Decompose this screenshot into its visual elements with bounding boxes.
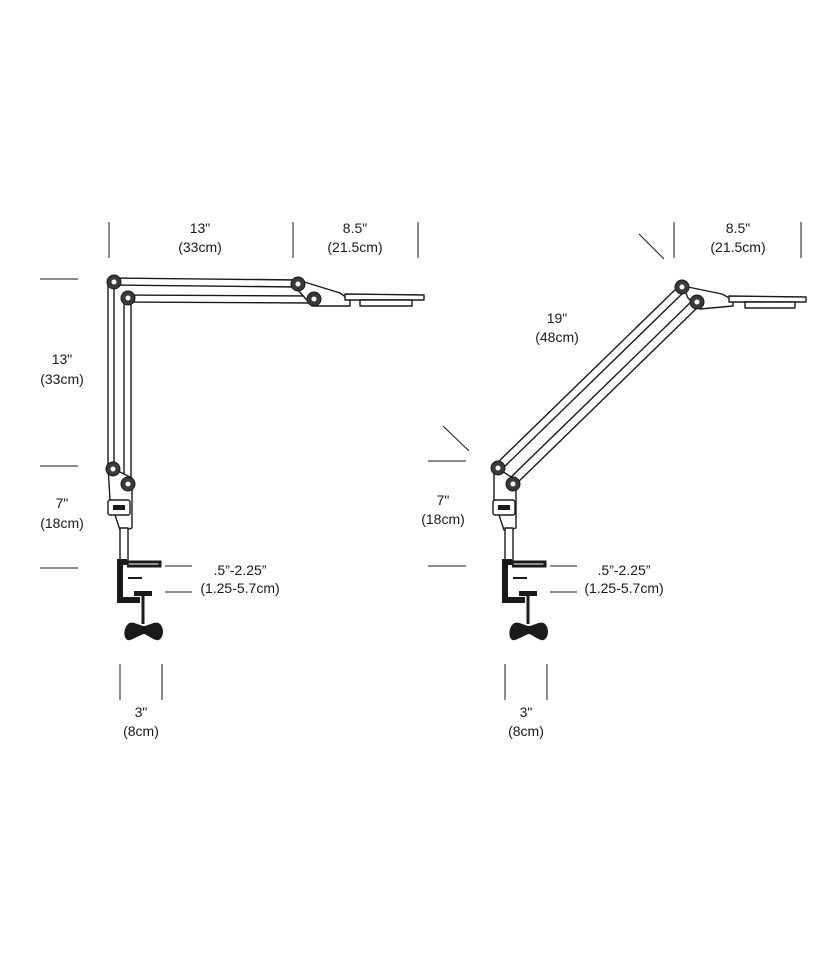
top-arm-upper (113, 277, 301, 288)
clamp-pad (134, 591, 152, 596)
vertical-arm-inner (123, 299, 132, 485)
clamp-body (502, 559, 525, 603)
vertical-arm-metric: (33cm) (40, 371, 84, 387)
clamp-knob (509, 622, 548, 641)
lamp-shade (344, 293, 425, 301)
joint-hubs-right (490, 279, 705, 492)
right-lamp-diagram: 8.5" (21.5cm) 19" (48cm) 7" (18cm) .5”-2… (421, 220, 807, 739)
top-arm-imperial: 13" (190, 220, 211, 236)
right-lamp-body (490, 279, 807, 641)
lamp-shade (728, 295, 807, 303)
base-width-metric: (8cm) (123, 723, 159, 739)
clamp-knob (124, 622, 163, 641)
left-dimension-labels: 13" (33cm) 8.5" (21.5cm) 13" (33cm) 7" (… (40, 220, 382, 739)
head-imperial: 8.5" (726, 220, 750, 236)
dim-tick-diagonal-bottom (442, 425, 470, 452)
diagonal-arm-imperial: 19" (547, 310, 568, 326)
clamp-top-plate (127, 560, 162, 568)
left-dimension-lines (40, 222, 419, 700)
diagonal-arm-upper (494, 284, 687, 471)
post-imperial: 7" (56, 495, 69, 511)
right-dimension-lines (428, 222, 802, 700)
diagonal-arm-lower (507, 299, 700, 487)
base-width-imperial: 3" (135, 704, 148, 720)
lamp-shade-diffuser (359, 299, 413, 307)
right-dimension-labels: 8.5" (21.5cm) 19" (48cm) 7" (18cm) .5”-2… (421, 220, 765, 739)
head-metric: (21.5cm) (327, 239, 382, 255)
diagonal-arm-metric: (48cm) (535, 329, 579, 345)
head-metric: (21.5cm) (710, 239, 765, 255)
post-metric: (18cm) (421, 511, 465, 527)
base-width-imperial: 3" (520, 704, 533, 720)
switch-label (113, 505, 125, 510)
left-lamp-body (105, 274, 425, 641)
top-arm-lower (123, 294, 314, 304)
clamp-body (117, 559, 140, 603)
vertical-arm-outer (107, 283, 115, 469)
dim-tick-diagonal-top (638, 233, 665, 260)
lamp-shade-diffuser (744, 301, 796, 309)
clamp-range-metric: (1.25-5.7cm) (200, 580, 279, 596)
clamp-range-imperial: .5”-2.25” (598, 562, 651, 578)
clamp-range-imperial: .5”-2.25” (214, 562, 267, 578)
post-metric: (18cm) (40, 515, 84, 531)
post (119, 527, 129, 565)
clamp-range-metric: (1.25-5.7cm) (584, 580, 663, 596)
clamp-top-plate (512, 560, 547, 568)
post (504, 527, 514, 565)
switch-label (498, 505, 510, 510)
clamp-pad (519, 591, 537, 596)
left-lamp-diagram: 13" (33cm) 8.5" (21.5cm) 13" (33cm) 7" (… (40, 220, 425, 739)
post-imperial: 7" (437, 492, 450, 508)
top-arm-metric: (33cm) (178, 239, 222, 255)
head-imperial: 8.5" (343, 220, 367, 236)
base-width-metric: (8cm) (508, 723, 544, 739)
vertical-arm-imperial: 13" (52, 351, 73, 367)
joint-hubs-left (105, 274, 322, 492)
